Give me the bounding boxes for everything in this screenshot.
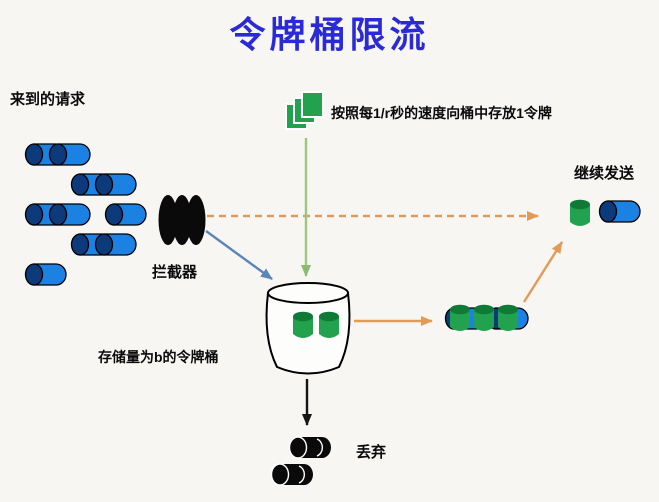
label-interceptor: 拦截器 bbox=[152, 264, 198, 281]
interceptor-icon bbox=[158, 195, 206, 245]
token-card-icon bbox=[301, 91, 324, 118]
arrow-tokens-to-continue bbox=[522, 241, 564, 303]
discarded-cylinder-icon bbox=[270, 463, 314, 486]
token-stack-icon bbox=[285, 91, 324, 130]
token-icon bbox=[570, 199, 590, 226]
request-cylinder-icon bbox=[94, 173, 137, 196]
request-cylinder-icon bbox=[598, 200, 641, 223]
token-icon bbox=[319, 311, 339, 338]
passed-requests-group bbox=[444, 304, 529, 331]
continue-sending-group bbox=[570, 199, 641, 226]
label-continue-sending: 继续发送 bbox=[574, 165, 635, 182]
incoming-requests-group bbox=[24, 143, 147, 286]
token-icon bbox=[450, 304, 470, 331]
label-incoming-requests: 来到的请求 bbox=[10, 91, 86, 108]
arrow-interceptor-to-bucket bbox=[205, 230, 273, 280]
token-icon bbox=[498, 304, 518, 331]
request-cylinder-icon bbox=[104, 203, 147, 226]
request-cylinder-icon bbox=[24, 263, 67, 286]
token-icon bbox=[474, 304, 494, 331]
request-cylinder-icon bbox=[48, 143, 91, 166]
diagram-title: 令牌桶限流 bbox=[229, 14, 430, 55]
request-cylinder-icon bbox=[48, 203, 91, 226]
label-bucket-capacity: 存储量为b的令牌桶 bbox=[98, 349, 219, 365]
label-discard: 丢弃 bbox=[356, 444, 387, 461]
discarded-cylinder-icon bbox=[288, 436, 332, 459]
discarded-requests-group bbox=[270, 436, 332, 486]
token-bucket-icon bbox=[265, 282, 351, 375]
token-icon bbox=[293, 311, 313, 338]
label-token-rate: 按照每1/r秒的速度向桶中存放1令牌 bbox=[331, 105, 552, 121]
request-cylinder-icon bbox=[94, 233, 137, 256]
